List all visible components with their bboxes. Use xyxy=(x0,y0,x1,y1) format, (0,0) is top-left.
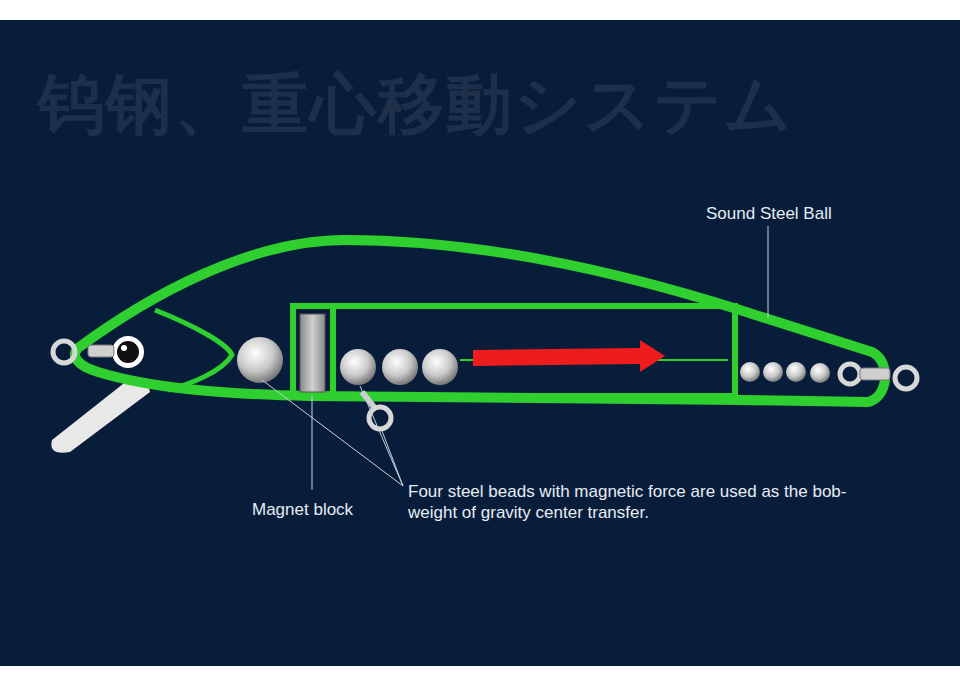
tail-eye xyxy=(840,364,860,384)
steel-bead xyxy=(382,349,418,385)
head-line xyxy=(155,310,232,390)
leader-line xyxy=(382,431,403,486)
callout-label: Magnet block xyxy=(252,499,353,520)
steel-bead xyxy=(237,337,283,383)
lure-eye xyxy=(121,345,127,351)
lure-eye xyxy=(112,336,144,368)
leader-line xyxy=(360,386,403,486)
callout-label: Four steel beads with magnetic force are… xyxy=(408,481,878,523)
split-ring xyxy=(53,341,75,363)
lure-eye xyxy=(117,341,139,363)
leader-line xyxy=(312,396,313,490)
chamber-wall xyxy=(732,306,738,400)
sound-ball xyxy=(763,362,783,382)
movement-arrow xyxy=(473,340,665,372)
background-panel xyxy=(0,20,960,666)
lure-lip xyxy=(51,380,150,453)
leader-line xyxy=(262,380,403,486)
line-tie xyxy=(860,368,890,380)
steel-bead xyxy=(422,349,458,385)
callout-label: Sound Steel Ball xyxy=(706,203,832,224)
watermark-title: 钨钢、重心移動システム xyxy=(38,60,794,150)
sound-ball xyxy=(810,363,830,383)
chamber-wall xyxy=(330,306,336,396)
steel-bead xyxy=(340,349,376,385)
weight-chamber xyxy=(293,306,735,396)
split-ring xyxy=(895,367,917,389)
sound-ball xyxy=(786,362,806,382)
leader-line xyxy=(768,226,769,318)
lure-body xyxy=(75,240,885,402)
sound-ball xyxy=(740,362,760,382)
magnet-block xyxy=(300,314,325,392)
split-ring xyxy=(369,407,391,429)
line-tie xyxy=(88,345,114,357)
